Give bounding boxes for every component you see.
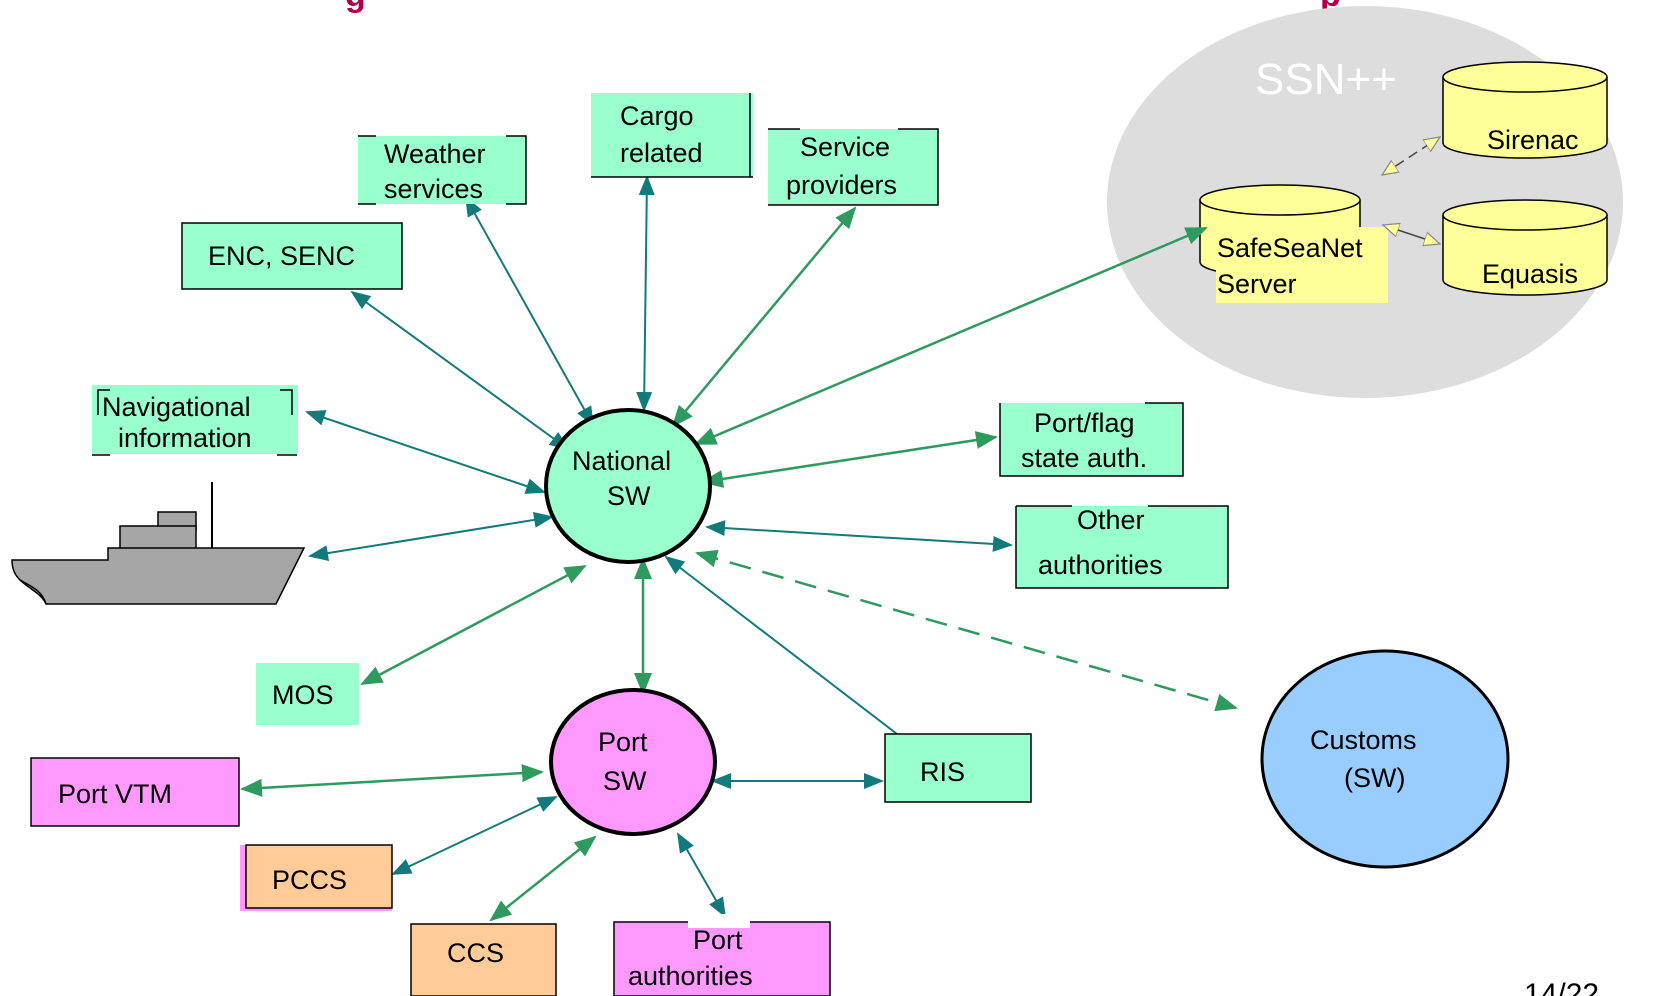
enc-label: ENC, SENC: [208, 241, 355, 271]
cargo-label-line2: related: [620, 138, 703, 168]
page-number: 14/22: [1524, 978, 1599, 996]
arrow-port-ccs: [489, 835, 597, 922]
arrow-national-mos: [360, 564, 587, 686]
ssn-title: SSN++: [1255, 55, 1397, 104]
arrow-national-other: [705, 520, 1013, 552]
mos-label: MOS: [272, 680, 334, 710]
node-service-providers: Service providers: [768, 128, 939, 206]
portvtm-label: Port VTM: [58, 779, 172, 809]
safeseanet-label-line2: Server: [1217, 269, 1297, 299]
arrow-national-enc: [350, 290, 570, 451]
sirenac-label: Sirenac: [1487, 125, 1579, 155]
hub-port-sw: Port SW: [549, 688, 717, 836]
arrow-server-equasis: [1383, 225, 1440, 244]
ris-label: RIS: [920, 757, 965, 787]
portauth-label-line2: authorities: [628, 961, 753, 991]
service-label-line2: providers: [786, 170, 897, 200]
nav-label-line1: Navigational: [102, 392, 251, 422]
customs-label-line1: Customs: [1310, 725, 1417, 755]
node-cargo-related: Cargo related: [591, 93, 753, 178]
port-label-line1: Port: [598, 727, 648, 757]
node-port-flag-state-auth: Port/flag state auth.: [999, 402, 1184, 477]
arrow-national-cargo: [636, 175, 655, 412]
weather-label-line2: services: [384, 174, 483, 204]
hub-national-sw: National SW: [544, 408, 712, 564]
equasis-database: Equasis: [1442, 199, 1608, 296]
arrow-national-customs: [695, 549, 1238, 712]
arrow-national-ris: [664, 555, 898, 735]
ssn-group: SSN++ Sirenac Equasis SafeSeaNet Server: [1107, 6, 1623, 398]
node-weather-services: Weather services: [358, 135, 527, 205]
node-port-vtm: Port VTM: [30, 757, 240, 827]
node-other-authorities: Other authorities: [1015, 505, 1229, 589]
arrow-national-safeseanet: [694, 226, 1208, 446]
nav-label-line2: information: [118, 423, 252, 453]
arrow-national-service: [671, 206, 857, 428]
service-label-line1: Service: [800, 132, 890, 162]
other-label-line2: authorities: [1038, 550, 1163, 580]
arrow-national-weather: [465, 196, 594, 427]
cargo-label-line1: Cargo: [620, 101, 694, 131]
customs-label-line2: (SW): [1344, 763, 1405, 793]
pccs-label: PCCS: [272, 865, 347, 895]
equasis-label: Equasis: [1482, 259, 1578, 289]
arrow-port-pccs: [391, 796, 558, 875]
ccs-label: CCS: [447, 938, 504, 968]
portauth-label-line1: Port: [693, 925, 743, 955]
node-navigational-information: Navigational information: [92, 385, 298, 456]
other-label-line1: Other: [1077, 505, 1145, 535]
weather-label-line1: Weather: [384, 139, 486, 169]
connections: [240, 175, 1238, 922]
arrow-port-portauth: [677, 832, 726, 918]
port-label-line2: SW: [603, 766, 647, 796]
national-label-line1: National: [572, 446, 671, 476]
node-mos: MOS: [256, 663, 359, 725]
national-label-line2: SW: [607, 481, 651, 511]
node-pccs: PCCS: [240, 844, 393, 911]
portflag-label-line2: state auth.: [1021, 443, 1147, 473]
arrow-national-nav: [305, 410, 546, 494]
node-enc-senc: ENC, SENC: [181, 222, 403, 290]
node-port-authorities: Port authorities: [613, 914, 831, 996]
node-ccs: CCS: [410, 923, 557, 996]
safeseanet-server-database: SafeSeaNet Server: [1199, 184, 1388, 303]
node-ris: RIS: [884, 733, 1032, 803]
arrow-national-portflag: [701, 431, 998, 488]
hub-customs-sw: Customs (SW): [1260, 649, 1510, 869]
safeseanet-label-line1: SafeSeaNet: [1217, 233, 1363, 263]
header-fragment: g: [345, 0, 366, 14]
arrow-server-sirenac: [1382, 137, 1440, 175]
portflag-label-line1: Port/flag: [1034, 408, 1135, 438]
sirenac-database: Sirenac: [1442, 61, 1608, 159]
ship-icon: [11, 482, 306, 605]
arrow-port-vtm: [240, 764, 544, 797]
arrow-national-ship: [308, 511, 554, 562]
